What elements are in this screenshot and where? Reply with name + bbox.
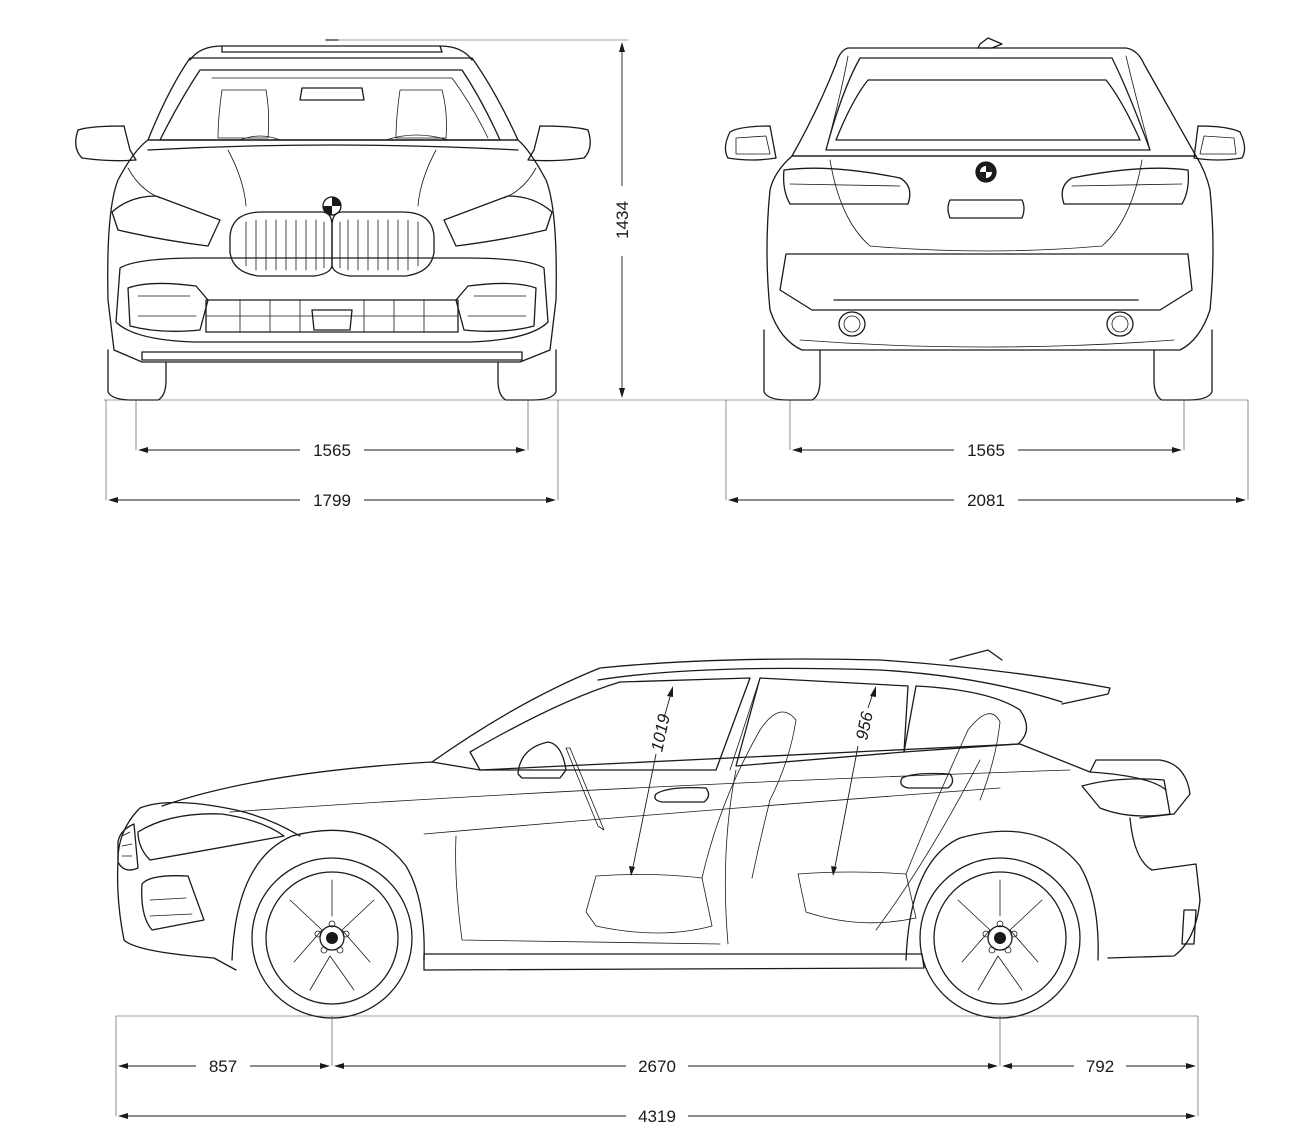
rear-track-dimension: 1565 xyxy=(792,441,1182,460)
wheelbase-label: 2670 xyxy=(638,1057,676,1076)
front-view xyxy=(75,39,591,401)
length-label: 4319 xyxy=(638,1107,676,1126)
height-dimension: 1434 xyxy=(613,42,632,398)
rear-overhang-label: 792 xyxy=(1086,1057,1114,1076)
dimension-lines: 1565 1799 1434 1565 2081 xyxy=(105,39,1249,1126)
front-overhang-dimension: 857 xyxy=(118,1057,330,1076)
rear-headroom-dimension: 956 xyxy=(831,686,877,876)
rear-overhang-dimension: 792 xyxy=(1002,1057,1196,1076)
front-width-dimension: 1799 xyxy=(108,491,556,510)
rear-width-dimension: 2081 xyxy=(728,491,1246,510)
front-width-label: 1799 xyxy=(313,491,351,510)
rear-track-label: 1565 xyxy=(967,441,1005,460)
front-headroom-dimension: 1019 xyxy=(629,686,674,876)
rear-width-label: 2081 xyxy=(967,491,1005,510)
front-track-dimension: 1565 xyxy=(138,441,526,460)
length-dimension: 4319 xyxy=(118,1107,1196,1126)
height-label: 1434 xyxy=(613,201,632,239)
front-overhang-label: 857 xyxy=(209,1057,237,1076)
front-headroom-label: 1019 xyxy=(647,712,674,753)
front-track-label: 1565 xyxy=(313,441,351,460)
wheelbase-dimension: 2670 xyxy=(334,1057,998,1076)
rear-view xyxy=(724,37,1246,401)
rear-headroom-label: 956 xyxy=(852,709,877,741)
side-view xyxy=(116,649,1201,1019)
